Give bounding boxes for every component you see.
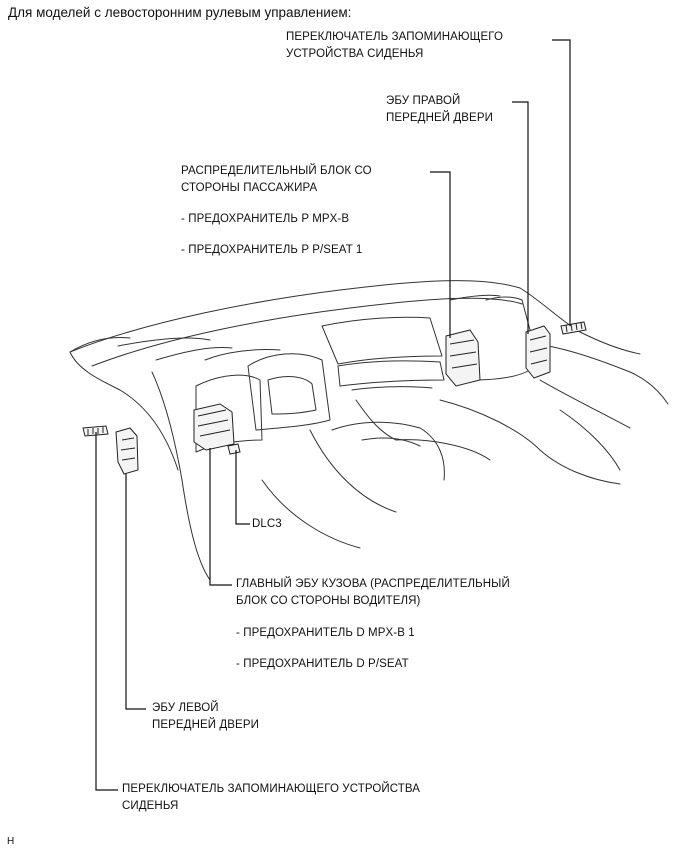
left-seat-memory-switch-part	[82, 425, 109, 437]
label-driver-fuse-2: - ПРЕДОХРАНИТЕЛЬ D P/SEAT	[236, 658, 409, 670]
diagram-header: Для моделей с левосторонним рулевым упра…	[8, 5, 352, 20]
label-passenger-fuse-1: - ПРЕДОХРАНИТЕЛЬ P MPX-B	[181, 213, 350, 225]
passenger-junction-block-part	[445, 329, 481, 387]
label-seat-memory-switch-right: ПЕРЕКЛЮЧАТЕЛЬ ЗАПОМИНАЮЩЕГО УСТРОЙСТВА С…	[286, 31, 503, 60]
label-main-body-ecu: ГЛАВНЫЙ ЭБУ КУЗОВА (РАСПРЕДЕЛИТЕЛЬНЫЙ БЛ…	[236, 578, 510, 607]
left-front-door-ecu-part	[115, 427, 139, 475]
dlc3-part	[227, 443, 241, 455]
leader-lines	[95, 39, 571, 791]
dashboard-outline	[69, 280, 669, 581]
figure-code: H	[7, 836, 15, 847]
label-passenger-junction-block: РАСПРЕДЕЛИТЕЛЬНЫЙ БЛОК СО СТОРОНЫ ПАССАЖ…	[181, 165, 372, 194]
label-driver-fuse-1: - ПРЕДОХРАНИТЕЛЬ D MPX-B 1	[236, 627, 415, 639]
label-left-front-door-ecu: ЭБУ ЛЕВОЙ ПЕРЕДНЕЙ ДВЕРИ	[152, 702, 259, 731]
label-passenger-fuse-2: - ПРЕДОХРАНИТЕЛЬ P P/SEAT 1	[181, 244, 363, 256]
right-front-door-ecu-part	[525, 325, 551, 379]
main-body-ecu-part	[193, 403, 235, 451]
label-seat-memory-switch-left: ПЕРЕКЛЮЧАТЕЛЬ ЗАПОМИНАЮЩЕГО УСТРОЙСТВА С…	[122, 783, 421, 812]
right-seat-memory-switch-part	[560, 321, 587, 335]
label-right-front-door-ecu: ЭБУ ПРАВОЙ ПЕРЕДНЕЙ ДВЕРИ	[386, 95, 493, 124]
label-dlc3: DLC3	[252, 518, 282, 530]
